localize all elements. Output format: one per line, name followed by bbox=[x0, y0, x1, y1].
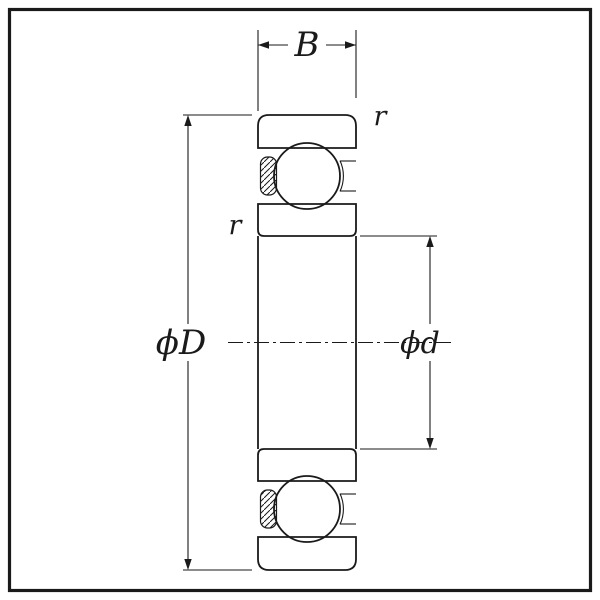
label-bore-diameter: ϕd bbox=[400, 326, 440, 361]
label-outer-corner-radius: r bbox=[374, 101, 389, 132]
label-width-B: B bbox=[294, 25, 320, 65]
arrowhead-B-right bbox=[345, 41, 356, 49]
cage-arc-top bbox=[339, 160, 344, 192]
label-inner-corner-radius: r bbox=[229, 210, 244, 241]
ball-bottom bbox=[273, 475, 341, 543]
cage-section-bottom bbox=[259, 489, 278, 529]
outer-ring-top-section bbox=[257, 114, 357, 149]
arrowhead-phiD-bottom bbox=[184, 559, 192, 570]
ball-top bbox=[273, 142, 341, 210]
arrowhead-phid-bottom bbox=[426, 438, 434, 449]
outer-ring-bottom-section bbox=[257, 536, 357, 571]
label-outer-diameter: ϕD bbox=[156, 323, 206, 363]
inner-ring-top-section bbox=[257, 203, 357, 237]
drawing-border bbox=[7, 7, 593, 593]
inner-ring-bottom-section bbox=[257, 448, 357, 482]
cage-section-top bbox=[259, 156, 278, 196]
arrowhead-B-left bbox=[258, 41, 269, 49]
arrowhead-phid-top bbox=[426, 236, 434, 247]
cage-arc-bottom bbox=[339, 493, 344, 525]
arrowhead-phiD-top bbox=[184, 115, 192, 126]
